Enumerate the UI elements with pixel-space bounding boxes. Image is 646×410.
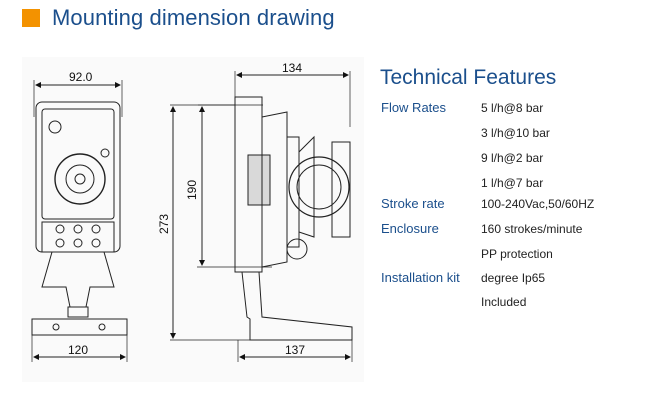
feature-label: Installation kit: [381, 270, 460, 285]
feature-label: Flow Rates: [381, 100, 447, 115]
feature-value: 5 l/h@8 bar: [481, 101, 544, 115]
dim-base-width: 120: [68, 343, 89, 357]
feature-value: 160 strokes/minute: [481, 222, 583, 236]
drawing-svg: [22, 57, 364, 382]
feature-value: 3 l/h@10 bar: [481, 126, 550, 140]
dim-pump-height: 190: [185, 179, 200, 201]
feature-label: Stroke rate: [381, 196, 445, 211]
dim-depth-top: 134: [282, 61, 303, 75]
features-title: Technical Features: [380, 66, 557, 89]
dim-base-depth: 137: [285, 343, 306, 357]
dim-front-width: 92.0: [69, 70, 93, 84]
feature-value: degree Ip65: [481, 271, 546, 285]
feature-value: Included: [481, 295, 527, 309]
feature-label: Enclosure: [381, 221, 439, 236]
feature-value: 1 l/h@7 bar: [481, 176, 544, 190]
title-accent-square: [22, 9, 40, 27]
side-view: [170, 71, 353, 362]
feature-value: 100-240Vac,50/60HZ: [481, 197, 595, 211]
mounting-drawing: 92.0 134 190 273 120 137: [22, 57, 364, 382]
front-view: [31, 80, 128, 362]
feature-value: PP protection: [481, 247, 553, 261]
dim-total-height: 273: [157, 213, 172, 235]
feature-value: 9 l/h@2 bar: [481, 151, 544, 165]
section-title: Mounting dimension drawing: [52, 5, 335, 30]
